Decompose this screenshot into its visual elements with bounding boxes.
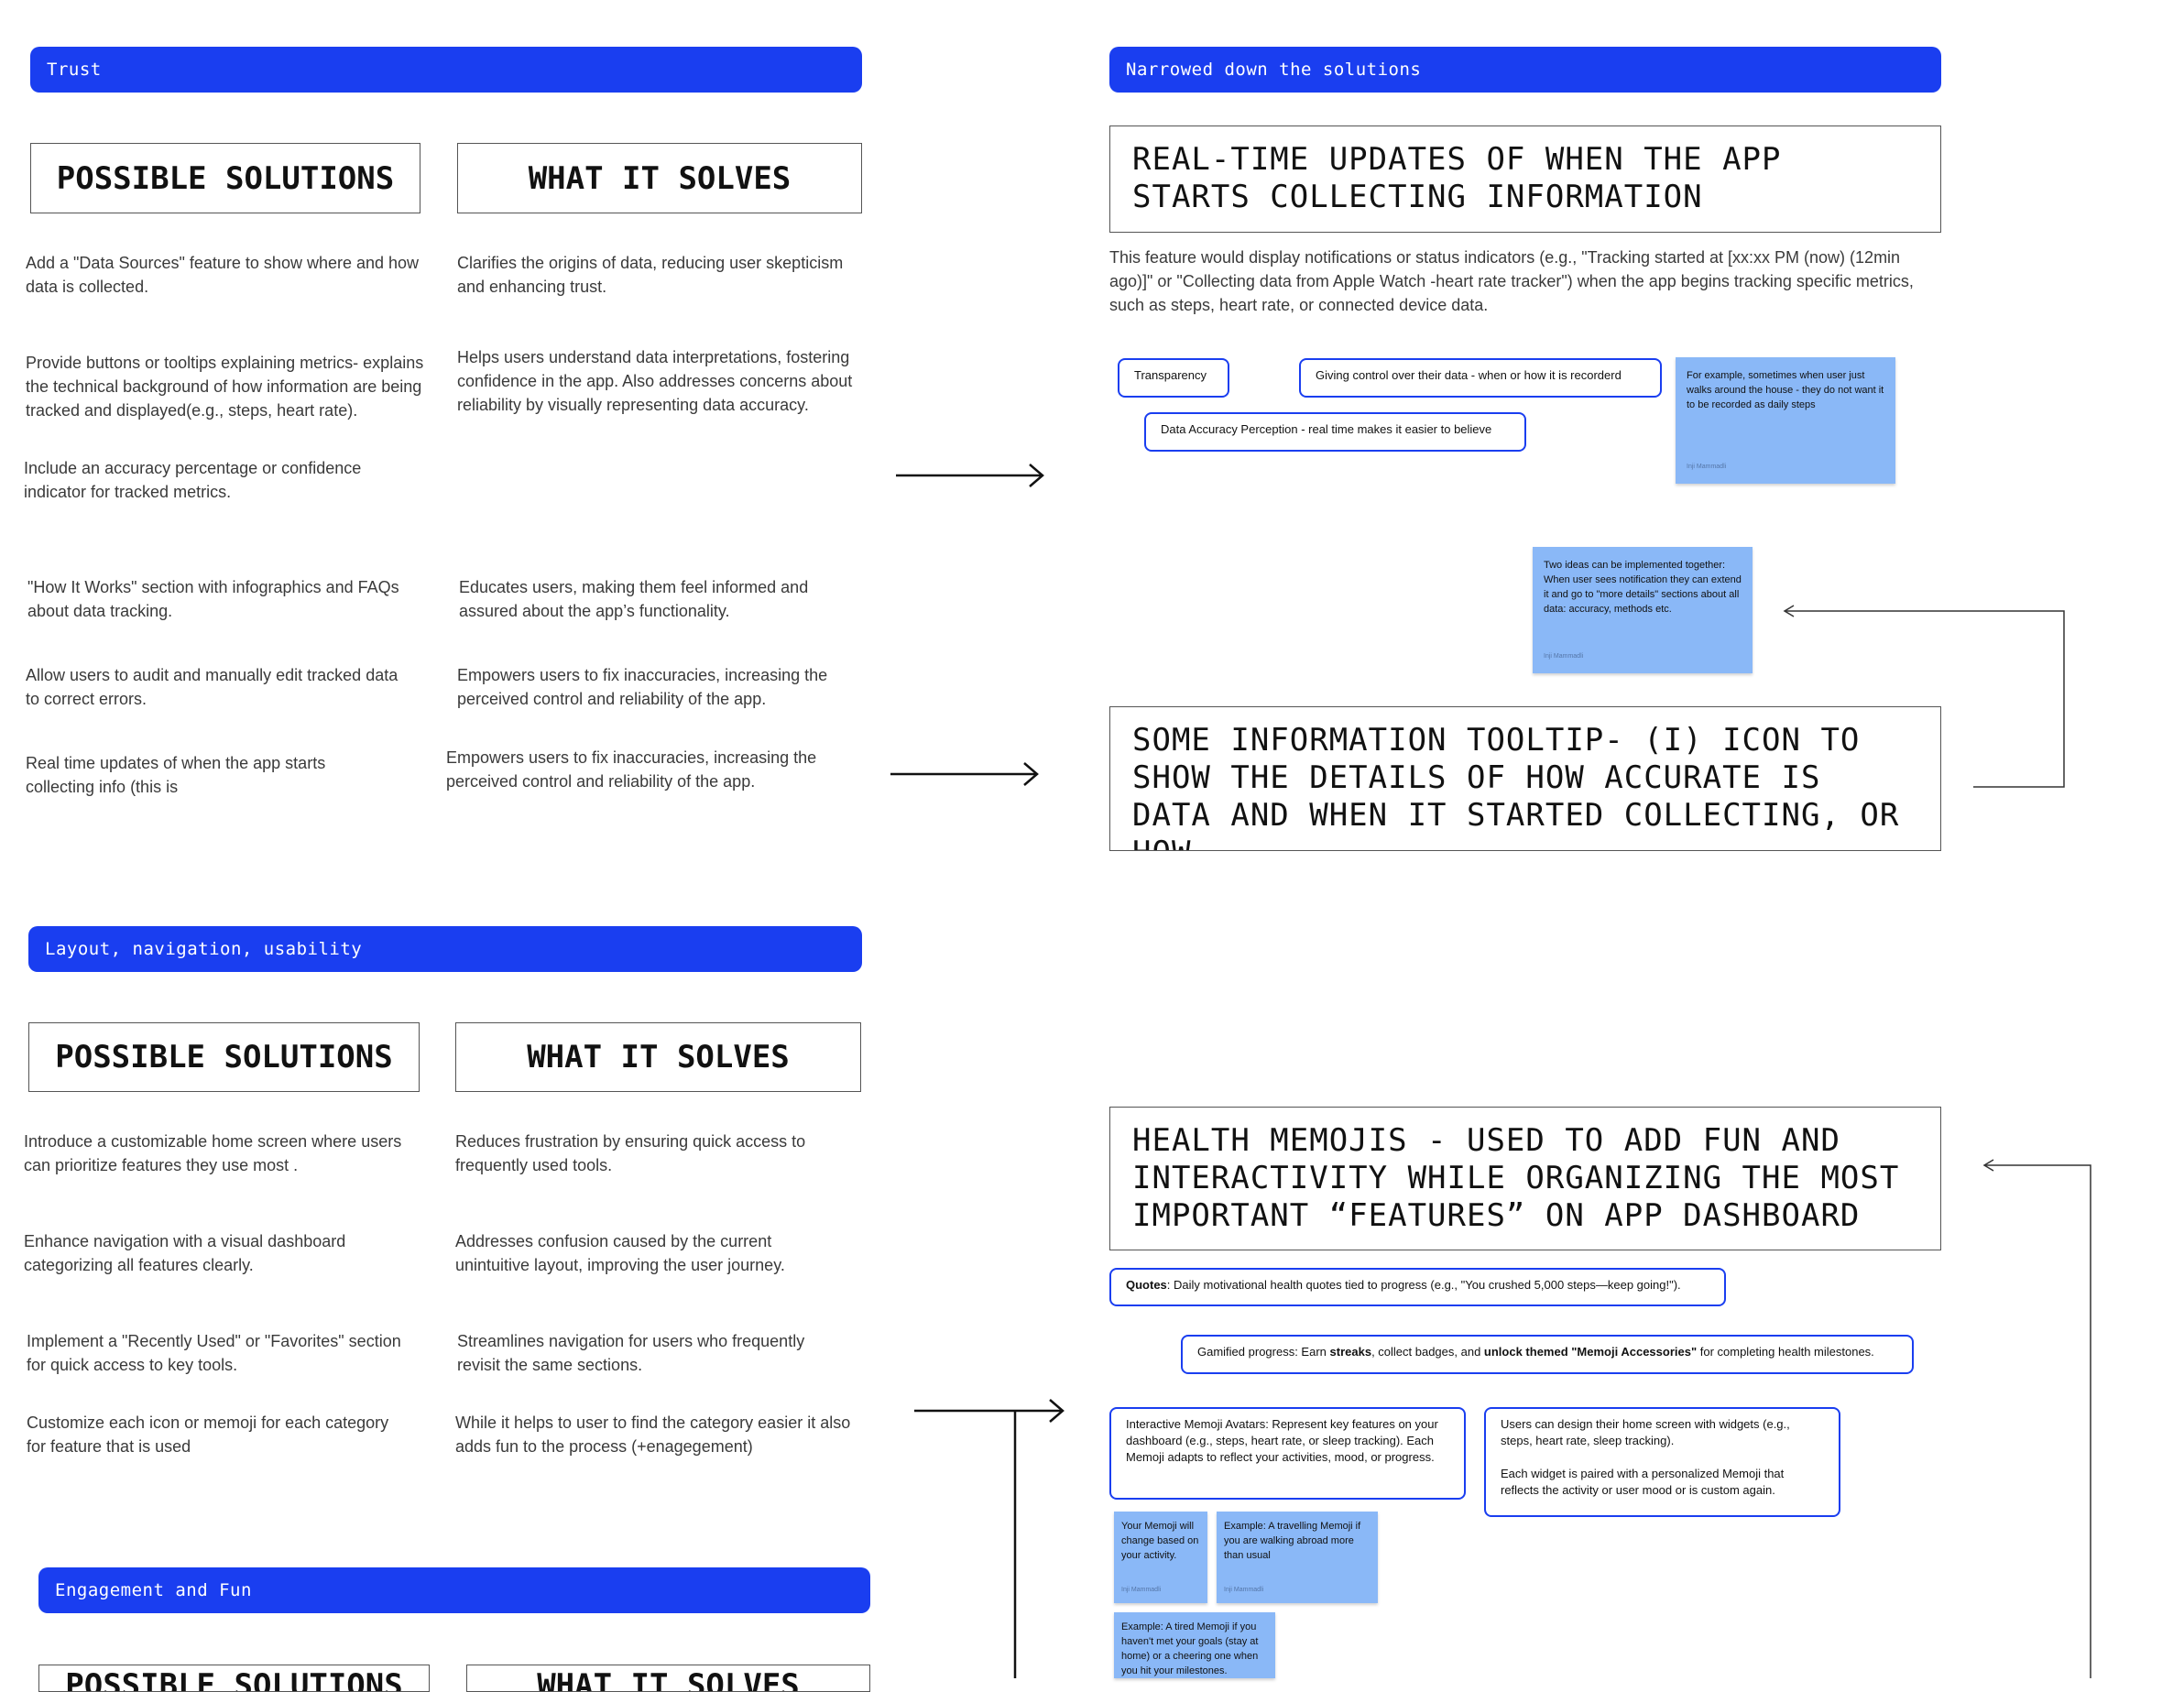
health-memojis-title: HEALTH MEMOJIS - USED TO ADD FUN AND INT… xyxy=(1132,1122,1900,1234)
solution-text: Include an accuracy percentage or confid… xyxy=(24,459,362,501)
possible-solutions-header: POSSIBLE SOLUTIONS xyxy=(30,143,420,213)
solves-text: Streamlines navigation for users who fre… xyxy=(457,1332,805,1374)
what-it-solves-header: WHAT IT SOLVES xyxy=(455,1022,861,1092)
solves-text: While it helps to user to find the categ… xyxy=(455,1414,851,1456)
sticky-author: Inji Mammadli xyxy=(1224,1587,1264,1593)
solves-text: Educates users, making them feel informe… xyxy=(459,578,809,620)
sticky-text: Two ideas can be implemented together: W… xyxy=(1544,560,1742,615)
widgets-text: Users can design their home screen with … xyxy=(1501,1417,1790,1447)
arrow-head xyxy=(1783,605,1795,617)
arrow-head xyxy=(1982,1159,1994,1172)
gamified-text: Gamified progress: Earn xyxy=(1197,1345,1330,1359)
avatars-text: Interactive Memoji Avatars: Represent ke… xyxy=(1126,1417,1438,1464)
header-label: POSSIBLE SOLUTIONS xyxy=(65,1667,403,1692)
realtime-updates-description: This feature would display notifications… xyxy=(1109,248,1914,314)
tag-interactive-avatars[interactable]: Interactive Memoji Avatars: Represent ke… xyxy=(1109,1407,1466,1500)
quotes-label: Quotes xyxy=(1126,1278,1167,1292)
solution-text: Allow users to audit and manually edit t… xyxy=(26,666,399,708)
tag-label: Giving control over their data - when or… xyxy=(1316,368,1622,382)
sticky-note-combine-ideas[interactable]: Two ideas can be implemented together: W… xyxy=(1533,547,1753,673)
tag-gamified-progress[interactable]: Gamified progress: Earn streaks, collect… xyxy=(1181,1335,1914,1374)
what-it-solves-header: WHAT IT SOLVES xyxy=(466,1665,870,1692)
solution-text: Enhance navigation with a visual dashboa… xyxy=(24,1232,346,1274)
solution-text: Customize each icon or memoji for each c… xyxy=(27,1414,389,1456)
sticky-author: Inji Mammadli xyxy=(1121,1587,1162,1593)
section-title: Layout, navigation, usability xyxy=(45,939,363,959)
sticky-text: Your Memoji will change based on your ac… xyxy=(1121,1521,1199,1561)
solution-text: "How It Works" section with infographics… xyxy=(27,578,399,620)
quotes-text: : Daily motivational health quotes tied … xyxy=(1166,1278,1681,1292)
sticky-author: Inji Mammadli xyxy=(1544,653,1584,660)
possible-solutions-header: POSSIBLE SOLUTIONS xyxy=(28,1022,420,1092)
header-label: POSSIBLE SOLUTIONS xyxy=(56,159,395,197)
solves-text: Reduces frustration by ensuring quick ac… xyxy=(455,1132,806,1174)
section-header-engagement[interactable]: Engagement and Fun xyxy=(38,1567,870,1613)
header-label: POSSIBLE SOLUTIONS xyxy=(55,1039,393,1075)
solves-text: Addresses confusion caused by the curren… xyxy=(455,1232,785,1274)
gamified-text: for completing health milestones. xyxy=(1697,1345,1874,1359)
arrow-head xyxy=(1029,464,1044,487)
sticky-note-tired-memoji[interactable]: Example: A tired Memoji if you haven't m… xyxy=(1114,1612,1275,1678)
header-label: WHAT IT SOLVES xyxy=(527,1039,790,1075)
health-memojis-box: HEALTH MEMOJIS - USED TO ADD FUN AND INT… xyxy=(1109,1107,1941,1250)
possible-solutions-header: POSSIBLE SOLUTIONS xyxy=(38,1665,430,1692)
section-header-layout[interactable]: Layout, navigation, usability xyxy=(28,926,862,972)
connector-line xyxy=(1984,1164,2091,1678)
section-title: Trust xyxy=(47,60,102,80)
tag-data-accuracy[interactable]: Data Accuracy Perception - real time mak… xyxy=(1144,412,1526,452)
tag-label: Transparency xyxy=(1134,368,1207,382)
what-it-solves-header: WHAT IT SOLVES xyxy=(457,143,862,213)
section-title: Narrowed down the solutions xyxy=(1126,60,1422,80)
solution-text: Provide buttons or tooltips explaining m… xyxy=(26,354,424,420)
tag-widgets[interactable]: Users can design their home screen with … xyxy=(1484,1407,1840,1517)
header-label: WHAT IT SOLVES xyxy=(528,159,792,197)
connector-line xyxy=(1785,610,2065,788)
solves-text: Empowers users to fix inaccuracies, incr… xyxy=(446,748,817,791)
tag-label: Data Accuracy Perception - real time mak… xyxy=(1161,422,1492,436)
solution-text: Introduce a customizable home screen whe… xyxy=(24,1132,402,1174)
arrow-head xyxy=(1023,762,1039,786)
info-tooltip-box: SOME INFORMATION TOOLTIP- (I) ICON TO SH… xyxy=(1109,706,1941,851)
tag-giving-control[interactable]: Giving control over their data - when or… xyxy=(1299,358,1662,398)
sticky-text: For example, sometimes when user just wa… xyxy=(1687,370,1884,410)
info-tooltip-title: SOME INFORMATION TOOLTIP- (I) ICON TO SH… xyxy=(1132,722,1900,850)
widgets-text: Each widget is paired with a personalize… xyxy=(1501,1467,1785,1497)
gamified-streaks: streaks xyxy=(1329,1345,1372,1359)
solves-text: Helps users understand data interpretati… xyxy=(457,348,853,414)
realtime-updates-title: REAL-TIME UPDATES OF WHEN THE APP STARTS… xyxy=(1132,141,1782,215)
solution-text: Real time updates of when the app starts… xyxy=(26,754,326,796)
section-header-trust[interactable]: Trust xyxy=(30,47,862,93)
gamified-unlock: unlock themed "Memoji Accessories" xyxy=(1483,1345,1698,1359)
sticky-text: Example: A travelling Memoji if you are … xyxy=(1224,1521,1361,1561)
solution-text: Add a "Data Sources" feature to show whe… xyxy=(26,254,420,296)
sticky-note-travelling-memoji[interactable]: Example: A travelling Memoji if you are … xyxy=(1217,1512,1378,1603)
header-label: WHAT IT SOLVES xyxy=(537,1667,800,1692)
tag-quotes[interactable]: Quotes: Daily motivational health quotes… xyxy=(1109,1268,1726,1306)
section-title: Engagement and Fun xyxy=(55,1580,252,1600)
sticky-note-walk-example[interactable]: For example, sometimes when user just wa… xyxy=(1676,357,1895,484)
solves-text: Clarifies the origins of data, reducing … xyxy=(457,254,844,296)
sticky-author: Inji Mammadli xyxy=(1687,464,1727,470)
realtime-updates-box: REAL-TIME UPDATES OF WHEN THE APP STARTS… xyxy=(1109,126,1941,233)
gamified-text: , collect badges, and xyxy=(1371,1345,1484,1359)
sticky-note-memoji-change[interactable]: Your Memoji will change based on your ac… xyxy=(1114,1512,1207,1603)
section-header-narrowed[interactable]: Narrowed down the solutions xyxy=(1109,47,1941,93)
solution-text: Implement a "Recently Used" or "Favorite… xyxy=(27,1332,401,1374)
sticky-text: Example: A tired Memoji if you haven't m… xyxy=(1121,1621,1259,1676)
solves-text: Empowers users to fix inaccuracies, incr… xyxy=(457,666,828,708)
tag-transparency[interactable]: Transparency xyxy=(1118,358,1229,398)
arrow-head xyxy=(1049,1399,1065,1423)
